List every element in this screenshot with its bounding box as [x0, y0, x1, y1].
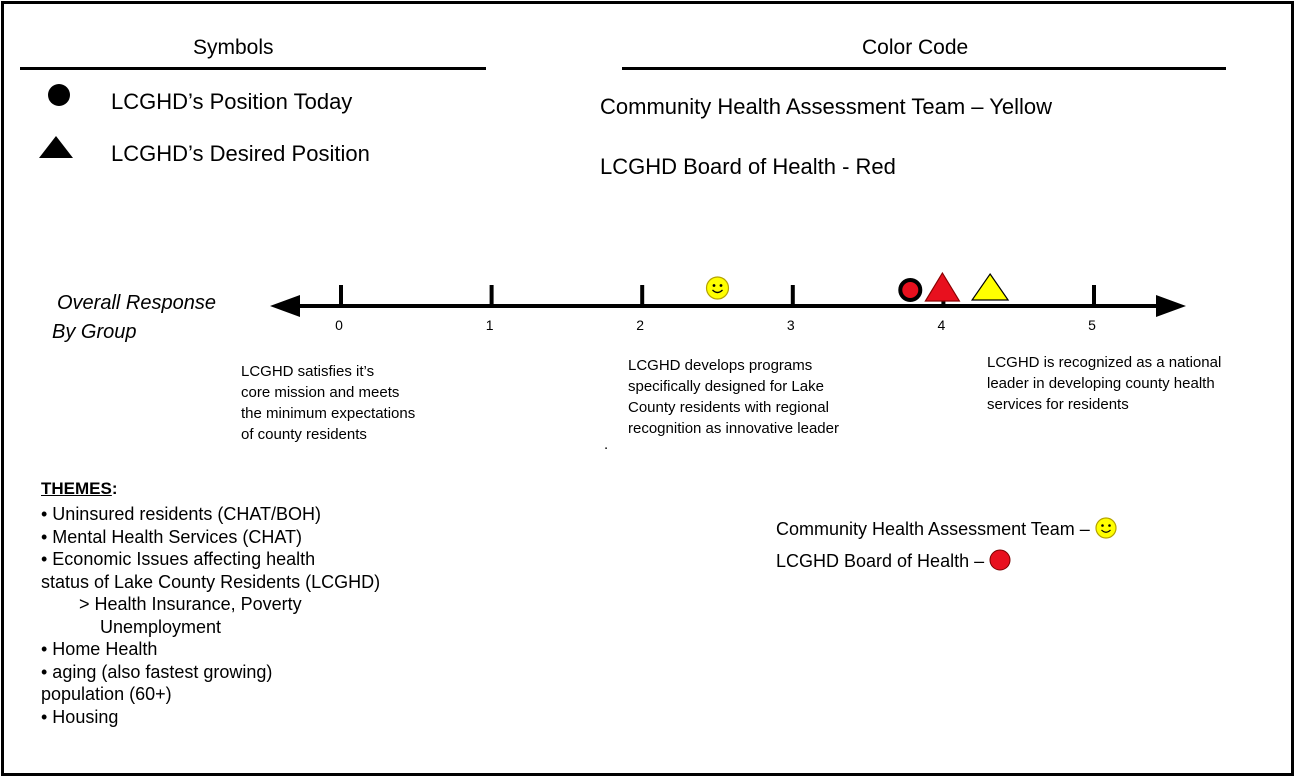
stray-dot: .: [604, 436, 609, 453]
filled-triangle-icon: [39, 136, 73, 158]
marker-boh-desired-position: [924, 271, 961, 302]
marker-chat-desired-position: [970, 272, 1010, 301]
theme-line: • Housing: [41, 706, 119, 727]
description-low-line: LCGHD satisfies it’s: [241, 363, 375, 380]
scale-right-arrowhead: [1156, 295, 1186, 317]
scale-left-arrowhead: [270, 295, 300, 317]
themes-title-text: THEMES: [41, 479, 112, 498]
scale-description-mid: LCGHD develops programs specifically des…: [628, 355, 908, 439]
description-high-line: leader in developing county health: [987, 375, 1215, 392]
description-mid-line: LCGHD develops programs: [628, 357, 813, 374]
description-low-line: core mission and meets: [241, 384, 400, 401]
scale-tick-label: 1: [486, 317, 494, 333]
mini-legend-boh-label: LCGHD Board of Health –: [776, 551, 985, 571]
theme-line: • Economic Issues affecting health: [41, 549, 316, 569]
description-low-line: of county residents: [241, 426, 367, 443]
description-low-line: the minimum expectations: [241, 405, 416, 422]
marker-chat-position-today: [705, 276, 730, 300]
scale-tick-label: 5: [1088, 317, 1096, 333]
theme-subline: > Health Insurance, Poverty: [79, 594, 302, 614]
description-high-line: LCGHD is recognized as a national: [987, 354, 1222, 371]
theme-line: population (60+): [41, 684, 172, 704]
symbols-header: Symbols: [193, 36, 274, 59]
themes-title-colon: :: [111, 479, 118, 498]
scale-tick-label: 2: [636, 317, 644, 333]
symbol-position-today-label: LCGHD’s Position Today: [111, 89, 353, 114]
scale-tick-label: 0: [335, 317, 343, 333]
filled-circle-icon: [48, 84, 70, 106]
symbol-desired-position-label: LCGHD’s Desired Position: [111, 141, 370, 166]
color-code-boh-label: LCGHD Board of Health - Red: [600, 154, 896, 179]
scale-description-high: LCGHD is recognized as a national leader…: [987, 352, 1287, 415]
mini-legend-chat: Community Health Assessment Team –: [776, 517, 1117, 540]
theme-line: • aging (also fastest growing): [41, 661, 273, 682]
scale-tick-label: 4: [938, 317, 946, 333]
scale-description-low: LCGHD satisfies it’s core mission and me…: [241, 361, 481, 445]
description-high-line: services for residents: [987, 396, 1129, 413]
scale-label-line2: By Group: [52, 321, 137, 343]
themes-list: • Uninsured residents (CHAT/BOH) • Menta…: [41, 503, 380, 728]
color-code-header-underline: [622, 67, 1226, 70]
theme-line: status of Lake County Residents (LCGHD): [41, 571, 381, 592]
themes-title: THEMES:: [41, 479, 118, 499]
scale-label-line1: Overall Response: [57, 292, 216, 314]
mini-legend-chat-label: Community Health Assessment Team –: [776, 519, 1090, 539]
mini-legend-boh: LCGHD Board of Health –: [776, 549, 1011, 572]
description-mid-line: recognition as innovative leader: [628, 420, 839, 437]
theme-line: • Mental Health Services (CHAT): [41, 526, 303, 547]
smiley-face-icon: [1095, 517, 1117, 539]
description-mid-line: specifically designed for Lake: [628, 378, 824, 395]
scale-tick-label: 3: [787, 317, 795, 333]
description-mid-line: County residents with regional: [628, 399, 829, 416]
red-circle-icon: [989, 549, 1011, 571]
theme-subline: Unemployment: [100, 616, 222, 637]
color-code-chat-label: Community Health Assessment Team – Yello…: [600, 94, 1053, 119]
symbols-header-underline: [20, 67, 486, 70]
color-code-header: Color Code: [862, 36, 969, 59]
theme-line: • Uninsured residents (CHAT/BOH): [41, 504, 322, 524]
marker-boh-position-today: [898, 278, 923, 302]
theme-line: • Home Health: [41, 639, 158, 659]
